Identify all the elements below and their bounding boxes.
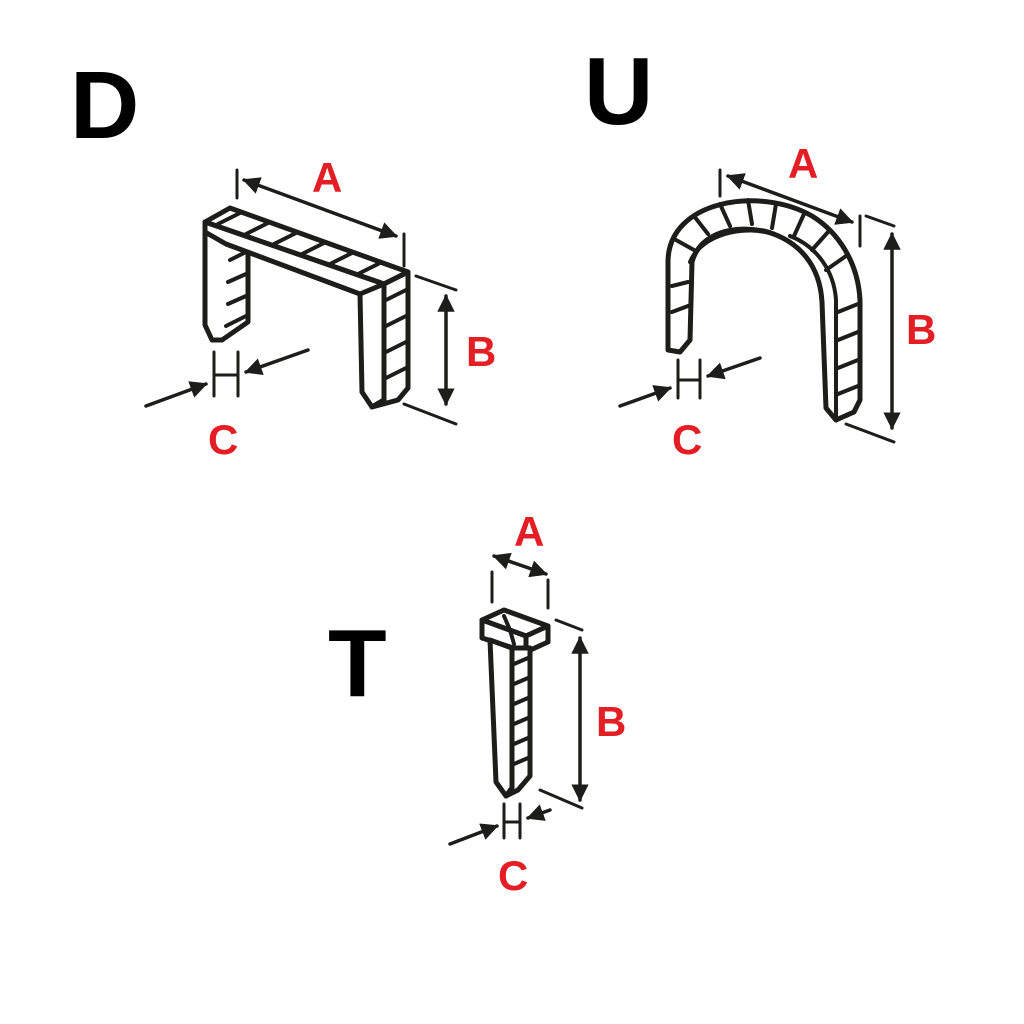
staple-d-label-b: B <box>466 328 496 375</box>
staple-u-label-b: B <box>906 306 936 353</box>
staple-d-front-leg <box>357 281 387 410</box>
staple-t-label-c: C <box>498 852 528 899</box>
staple-u-label-a: A <box>788 140 818 187</box>
staple-d-dimension-b: B <box>402 274 496 426</box>
staple-t-group: T A B <box>328 508 626 899</box>
staple-d-dimension-c: C <box>144 348 310 463</box>
staple-d-type-label: D <box>70 52 139 159</box>
staple-u-dimension-c: C <box>618 356 762 463</box>
staple-d-drawing <box>202 205 411 410</box>
staple-u-drawing <box>665 198 863 423</box>
staple-t-dimension-b: B <box>538 618 626 810</box>
staple-t-dimension-a: A <box>490 508 550 610</box>
staple-t-label-a: A <box>514 508 544 555</box>
staple-u-dimension-a: A <box>718 140 862 248</box>
staple-t-drawing <box>479 607 551 799</box>
staple-t-shank <box>487 637 515 799</box>
staple-d-label-c: C <box>208 416 238 463</box>
staple-d-label-a: A <box>312 154 342 201</box>
staple-t-label-b: B <box>596 698 626 745</box>
staple-u-label-c: C <box>672 416 702 463</box>
staple-t-dimension-c: C <box>448 802 552 899</box>
staple-u-group: U A B <box>584 38 936 463</box>
staple-u-type-label: U <box>584 38 653 145</box>
staple-t-type-label: T <box>328 610 387 717</box>
staple-u-dimension-b: B <box>844 214 936 444</box>
staple-d-group: D A B <box>70 52 496 463</box>
staple-d-dimension-a: A <box>235 154 406 268</box>
